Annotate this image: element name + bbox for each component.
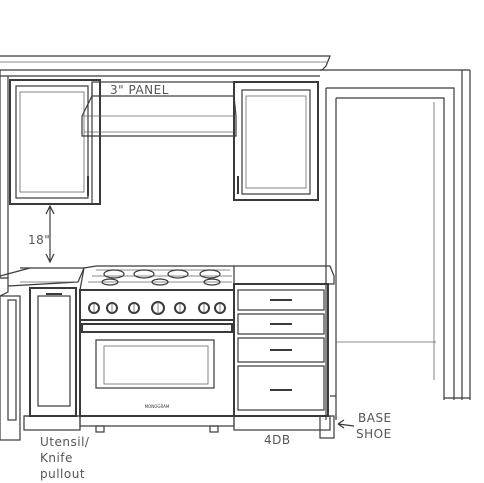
utensil-pullout-cabinet [23, 287, 81, 431]
drawer-base-label: 4DB [264, 433, 291, 447]
pullout-label-2: Knife [40, 451, 73, 465]
upper-cabinet-right [233, 81, 319, 201]
base-shoe-label-1: BASE [358, 411, 392, 425]
upper-clearance-dimension: 18" [28, 204, 55, 264]
range-hood: 3" PANEL [81, 81, 237, 137]
range-grates [88, 269, 232, 286]
crown-molding [0, 55, 331, 77]
upper-cabinet-left [9, 79, 101, 205]
drawer-base-cabinet [233, 283, 331, 431]
door-frame [319, 69, 471, 439]
range-brand: MONOGRAM [145, 404, 170, 409]
left-side-cabinets [0, 70, 31, 441]
base-shoe-label-2: SHOE [356, 427, 392, 441]
hood-panel-label: 3" PANEL [110, 83, 169, 97]
pullout-label-3: pullout [40, 467, 85, 481]
gas-range: MONOGRAM [79, 265, 235, 433]
base-shoe-callout: BASE SHOE [337, 411, 392, 441]
pullout-label-1: Utensil/ [40, 435, 90, 449]
clearance-label: 18" [28, 233, 50, 247]
range-knobs [88, 301, 226, 315]
